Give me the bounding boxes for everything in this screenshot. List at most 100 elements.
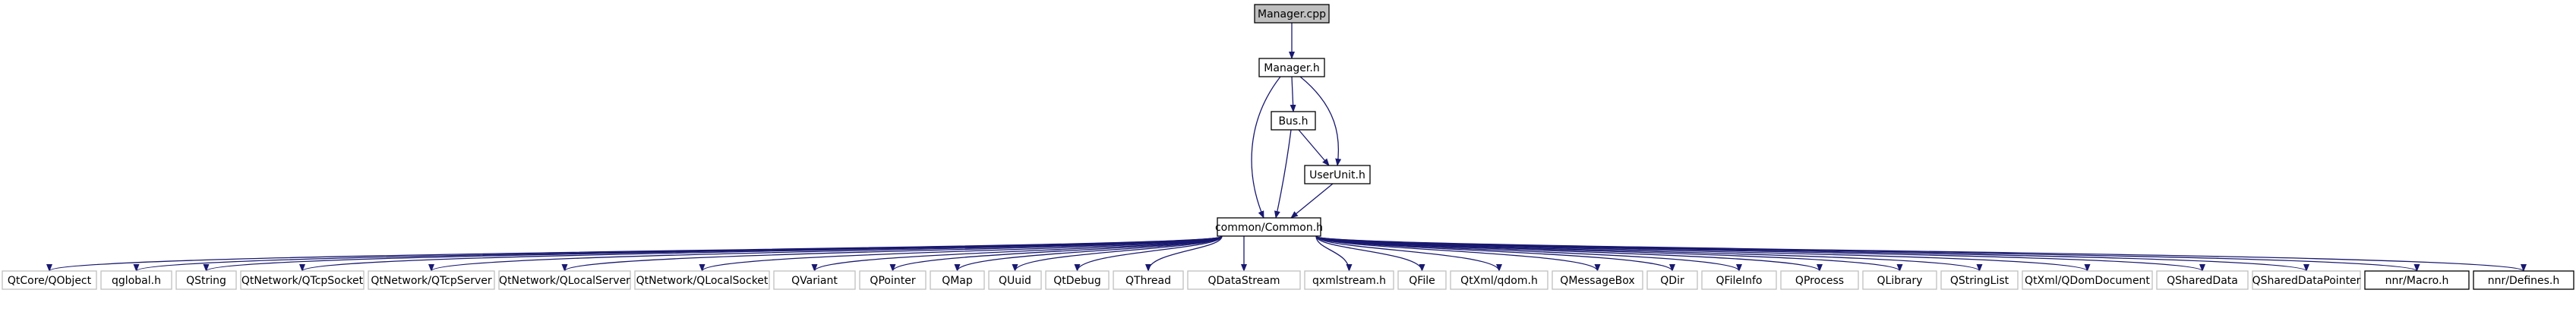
node-qglobal-h: qglobal.h — [100, 270, 172, 290]
node-nnr-defines-h[interactable]: nnr/Defines.h — [2473, 270, 2574, 290]
node-box — [368, 270, 495, 290]
node-label: QtNetwork/QLocalSocket — [636, 275, 769, 287]
edge-common_h-to-qstring — [203, 235, 1223, 272]
node-quuid: QUuid — [988, 270, 1042, 290]
node-qpointer: QPointer — [859, 270, 927, 290]
node-label: QThread — [1125, 275, 1171, 287]
node-box — [1254, 4, 1330, 24]
node-label: Bus.h — [1278, 115, 1308, 128]
node-nnr-macro-h[interactable]: nnr/Macro.h — [2364, 270, 2470, 290]
node-box — [1113, 270, 1184, 290]
node-label: QtXml/QDomDocument — [2025, 275, 2150, 287]
node-label: QtDebug — [1053, 275, 1101, 287]
node-qtdebug: QtDebug — [1045, 270, 1110, 290]
node-manager-h[interactable]: Manager.h — [1258, 58, 1325, 77]
node-bus-h[interactable]: Bus.h — [1271, 111, 1316, 131]
edge-common_h-to-qtnetwork_qlocalsocket — [699, 235, 1223, 272]
edge-common_h-to-nnr_defines_h — [1315, 235, 2527, 272]
node-label: QFileInfo — [1716, 275, 1763, 287]
node-label: QSharedDataPointer — [2252, 275, 2361, 287]
node-label: QVariant — [791, 275, 838, 287]
node-box — [773, 270, 856, 290]
edge-common_h-to-qmessagebox — [1315, 235, 1601, 272]
node-label: qxmlstream.h — [1312, 275, 1386, 287]
node-label: QSharedData — [2167, 275, 2238, 287]
node-box — [1397, 270, 1447, 290]
node-qvariant: QVariant — [773, 270, 856, 290]
node-box — [859, 270, 927, 290]
node-box — [100, 270, 172, 290]
node-label: QString — [186, 275, 226, 287]
node-label: QFile — [1409, 275, 1435, 287]
node-qshareddatapointer: QSharedDataPointer — [2252, 270, 2361, 290]
node-box — [1304, 270, 1394, 290]
node-qmap: QMap — [930, 270, 985, 290]
node-qlibrary: QLibrary — [1862, 270, 1937, 290]
edge-common_h-to-qlibrary — [1315, 235, 1903, 272]
node-box — [2473, 270, 2574, 290]
node-label: nnr/Defines.h — [2488, 275, 2560, 287]
edge-common_h-to-qtdebug — [1074, 235, 1223, 272]
edge-common_h-to-qshareddatapointer — [1315, 235, 2309, 272]
node-box — [1862, 270, 1937, 290]
node-box — [1258, 58, 1325, 77]
edge-common_h-to-qtxml_qdom_h — [1315, 235, 1502, 272]
node-box — [1187, 270, 1301, 290]
edge-common_h-to-qvariant — [811, 235, 1223, 272]
node-qstringlist: QStringList — [1940, 270, 2019, 290]
node-qdatastream: QDataStream — [1187, 270, 1301, 290]
node-label: QDir — [1660, 275, 1684, 287]
node-box — [1940, 270, 2019, 290]
node-qtnetwork-qlocalsocket: QtNetwork/QLocalSocket — [634, 270, 770, 290]
node-common-h[interactable]: common/Common.h — [1215, 217, 1323, 237]
node-box — [1646, 270, 1698, 290]
node-box — [240, 270, 365, 290]
node-box — [1304, 165, 1371, 184]
node-qtnetwork-qtcpsocket: QtNetwork/QTcpSocket — [240, 270, 365, 290]
node-qthread: QThread — [1113, 270, 1184, 290]
node-label: QPointer — [870, 275, 915, 287]
node-label: QMessageBox — [1560, 275, 1634, 287]
node-box — [2156, 270, 2249, 290]
node-box — [2, 270, 97, 290]
edge-userunit_h-to-common_h — [1290, 183, 1334, 219]
node-box — [1701, 270, 1777, 290]
edge-common_h-to-qtnetwork_qtcpsocket — [299, 235, 1223, 272]
edge-common_h-to-qtnetwork_qtcpserver — [428, 235, 1223, 272]
edge-common_h-to-qmap — [954, 235, 1223, 272]
node-userunit-h[interactable]: UserUnit.h — [1304, 165, 1371, 184]
edge-common_h-to-qthread — [1145, 235, 1223, 272]
node-qfileinfo: QFileInfo — [1701, 270, 1777, 290]
node-box — [498, 270, 631, 290]
node-label: UserUnit.h — [1309, 169, 1365, 181]
node-box — [930, 270, 985, 290]
edge-common_h-to-qtnetwork_qlocalserver — [561, 235, 1223, 272]
graph-nodes: Manager.cppManager.hBus.hUserUnit.hcommo… — [2, 4, 2574, 290]
node-box — [1045, 270, 1110, 290]
node-qtnetwork-qtcpserver: QtNetwork/QTcpServer — [368, 270, 495, 290]
node-qtxml-qdomdocument: QtXml/QDomDocument — [2022, 270, 2153, 290]
node-box — [988, 270, 1042, 290]
node-qstring: QString — [175, 270, 237, 290]
node-label: nnr/Macro.h — [2385, 275, 2449, 287]
node-qtxml-qdom-h: QtXml/qdom.h — [1450, 270, 1548, 290]
node-qtnetwork-qlocalserver: QtNetwork/QLocalServer — [498, 270, 631, 290]
edge-common_h-to-qxmlstream_h — [1315, 235, 1353, 272]
edge-manager_h-to-common_h — [1251, 76, 1281, 219]
edge-common_h-to-qfile — [1315, 235, 1425, 272]
node-label: QStringList — [1950, 275, 2009, 287]
node-box — [1552, 270, 1643, 290]
node-box — [634, 270, 770, 290]
edge-bus_h-to-common_h — [1274, 129, 1292, 219]
node-box — [2252, 270, 2361, 290]
edge-common_h-to-qpointer — [889, 235, 1223, 272]
node-label: qglobal.h — [112, 275, 161, 287]
node-label: QtXml/qdom.h — [1460, 275, 1538, 287]
node-box — [2022, 270, 2153, 290]
node-qxmlstream-h: qxmlstream.h — [1304, 270, 1394, 290]
node-label: QtNetwork/QTcpServer — [371, 275, 492, 287]
node-qmessagebox: QMessageBox — [1552, 270, 1643, 290]
node-box — [1271, 111, 1316, 131]
node-label: QMap — [942, 275, 973, 287]
